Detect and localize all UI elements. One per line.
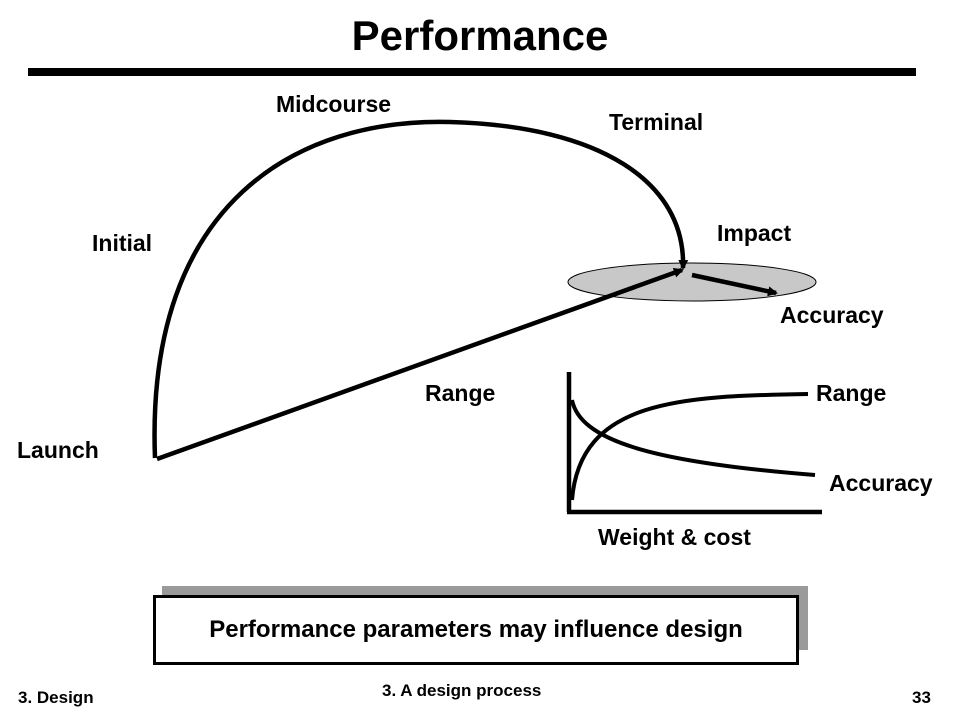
accuracy-arrow-label: Accuracy (780, 302, 884, 328)
accuracy-arrow (691, 272, 778, 297)
callout-text: Performance parameters may influence des… (209, 616, 743, 643)
terminal-label: Terminal (609, 109, 704, 135)
range-arrow (156, 267, 684, 462)
callout-box: Performance parameters may influence des… (153, 595, 799, 665)
page-number: 33 (912, 688, 931, 707)
launch-label: Launch (17, 437, 99, 463)
inset-x-axis-label: Weight & cost (598, 524, 751, 550)
range-curve (570, 392, 809, 501)
impact-zone-ellipse (567, 262, 817, 302)
footer-section: 3. Design (18, 688, 94, 707)
midcourse-label: Midcourse (276, 91, 392, 117)
inset-range-label: Range (816, 380, 887, 406)
inset-accuracy-label: Accuracy (829, 470, 933, 496)
range-arrow-label: Range (425, 380, 496, 406)
impact-label: Impact (717, 220, 792, 246)
title-underline (28, 68, 916, 76)
accuracy-curve (570, 399, 816, 477)
footer-subtitle: 3. A design process (382, 681, 542, 700)
trajectory-arc (152, 119, 689, 459)
initial-label: Initial (92, 230, 153, 256)
page-title: Performance (351, 12, 609, 59)
